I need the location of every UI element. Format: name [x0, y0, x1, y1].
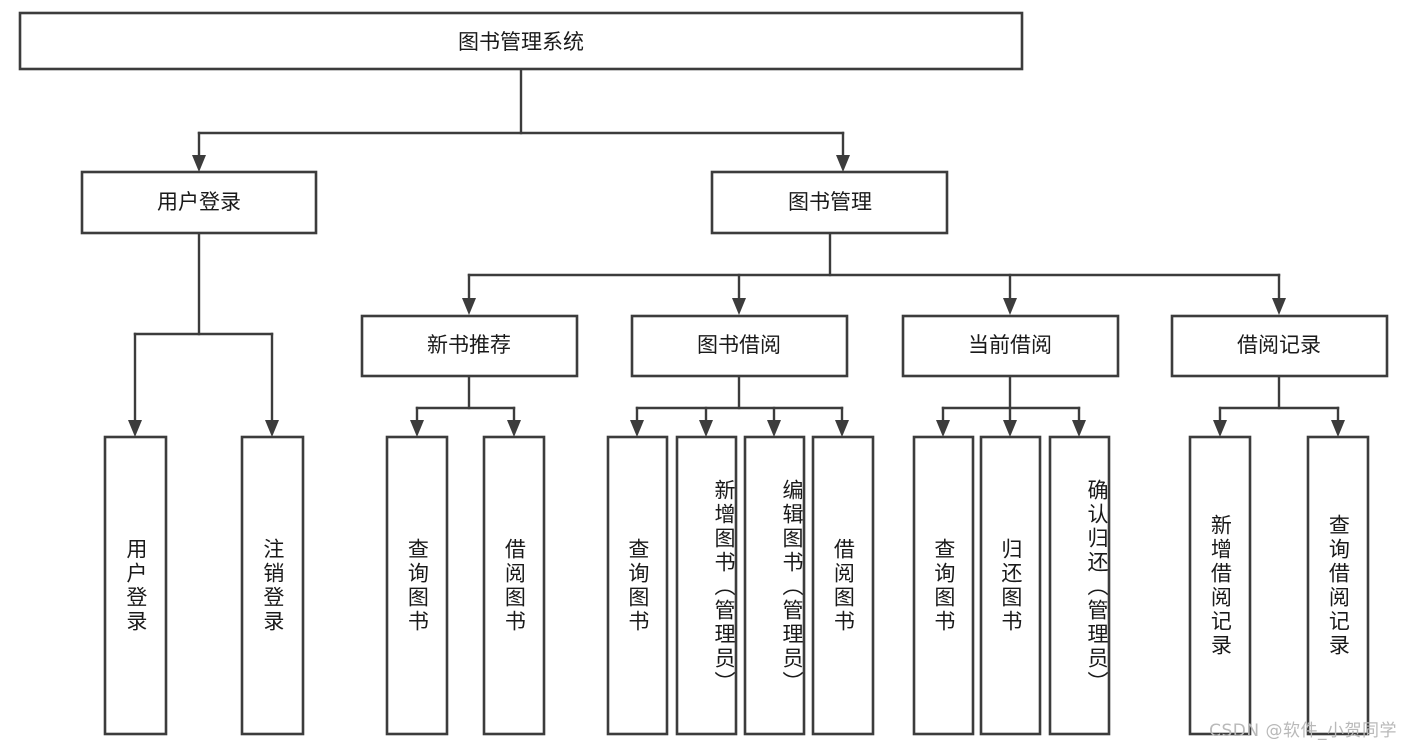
node-book-manage-label: 图书管理	[788, 190, 872, 214]
node-current-borrow-label: 当前借阅	[968, 333, 1052, 357]
node-leaf-add-book[interactable]	[675, 435, 738, 736]
node-leaf-query-book-3[interactable]	[912, 435, 975, 736]
node-leaf-user-login[interactable]	[103, 435, 168, 736]
node-leaf-confirm-return[interactable]	[1048, 435, 1111, 736]
connector-root-to-level2	[192, 68, 850, 172]
node-root-system[interactable]: 图书管理系统	[18, 11, 1024, 71]
connector-userlogin-to-leaves	[128, 232, 279, 437]
node-book-borrow-label: 图书借阅	[697, 333, 781, 357]
node-leaf-query-record[interactable]	[1306, 435, 1370, 736]
node-leaf-add-record[interactable]	[1188, 435, 1252, 736]
node-book-borrow[interactable]: 图书借阅	[630, 314, 849, 378]
node-user-login-label: 用户登录	[157, 190, 241, 214]
node-new-book-recommend[interactable]: 新书推荐	[360, 314, 579, 378]
node-new-book-recommend-label: 新书推荐	[427, 333, 511, 357]
csdn-watermark: CSDN @软件_小贺同学	[1209, 721, 1397, 741]
node-leaf-edit-book[interactable]	[743, 435, 806, 736]
node-leaf-query-book-1[interactable]	[385, 435, 449, 736]
node-leaf-borrow-book-1[interactable]	[482, 435, 546, 736]
node-root-label: 图书管理系统	[458, 30, 584, 54]
node-leaf-query-book-2[interactable]	[606, 435, 669, 736]
node-borrow-record-label: 借阅记录	[1237, 333, 1321, 357]
node-leaf-return-book[interactable]	[979, 435, 1042, 736]
node-book-manage[interactable]: 图书管理	[710, 170, 949, 235]
connector-newbook-to-leaves	[410, 375, 521, 437]
connector-bookborrow-to-leaves	[630, 375, 849, 437]
node-borrow-record[interactable]: 借阅记录	[1170, 314, 1389, 378]
connector-bookmanage-to-level3	[462, 232, 1286, 315]
connector-currentborrow-to-leaves	[936, 375, 1086, 437]
node-leaf-user-logout[interactable]	[240, 435, 305, 736]
connector-borrowrecord-to-leaves	[1213, 375, 1345, 437]
node-user-login[interactable]: 用户登录	[80, 170, 318, 235]
node-leaf-borrow-book-2[interactable]	[811, 435, 875, 736]
node-current-borrow[interactable]: 当前借阅	[901, 314, 1120, 378]
